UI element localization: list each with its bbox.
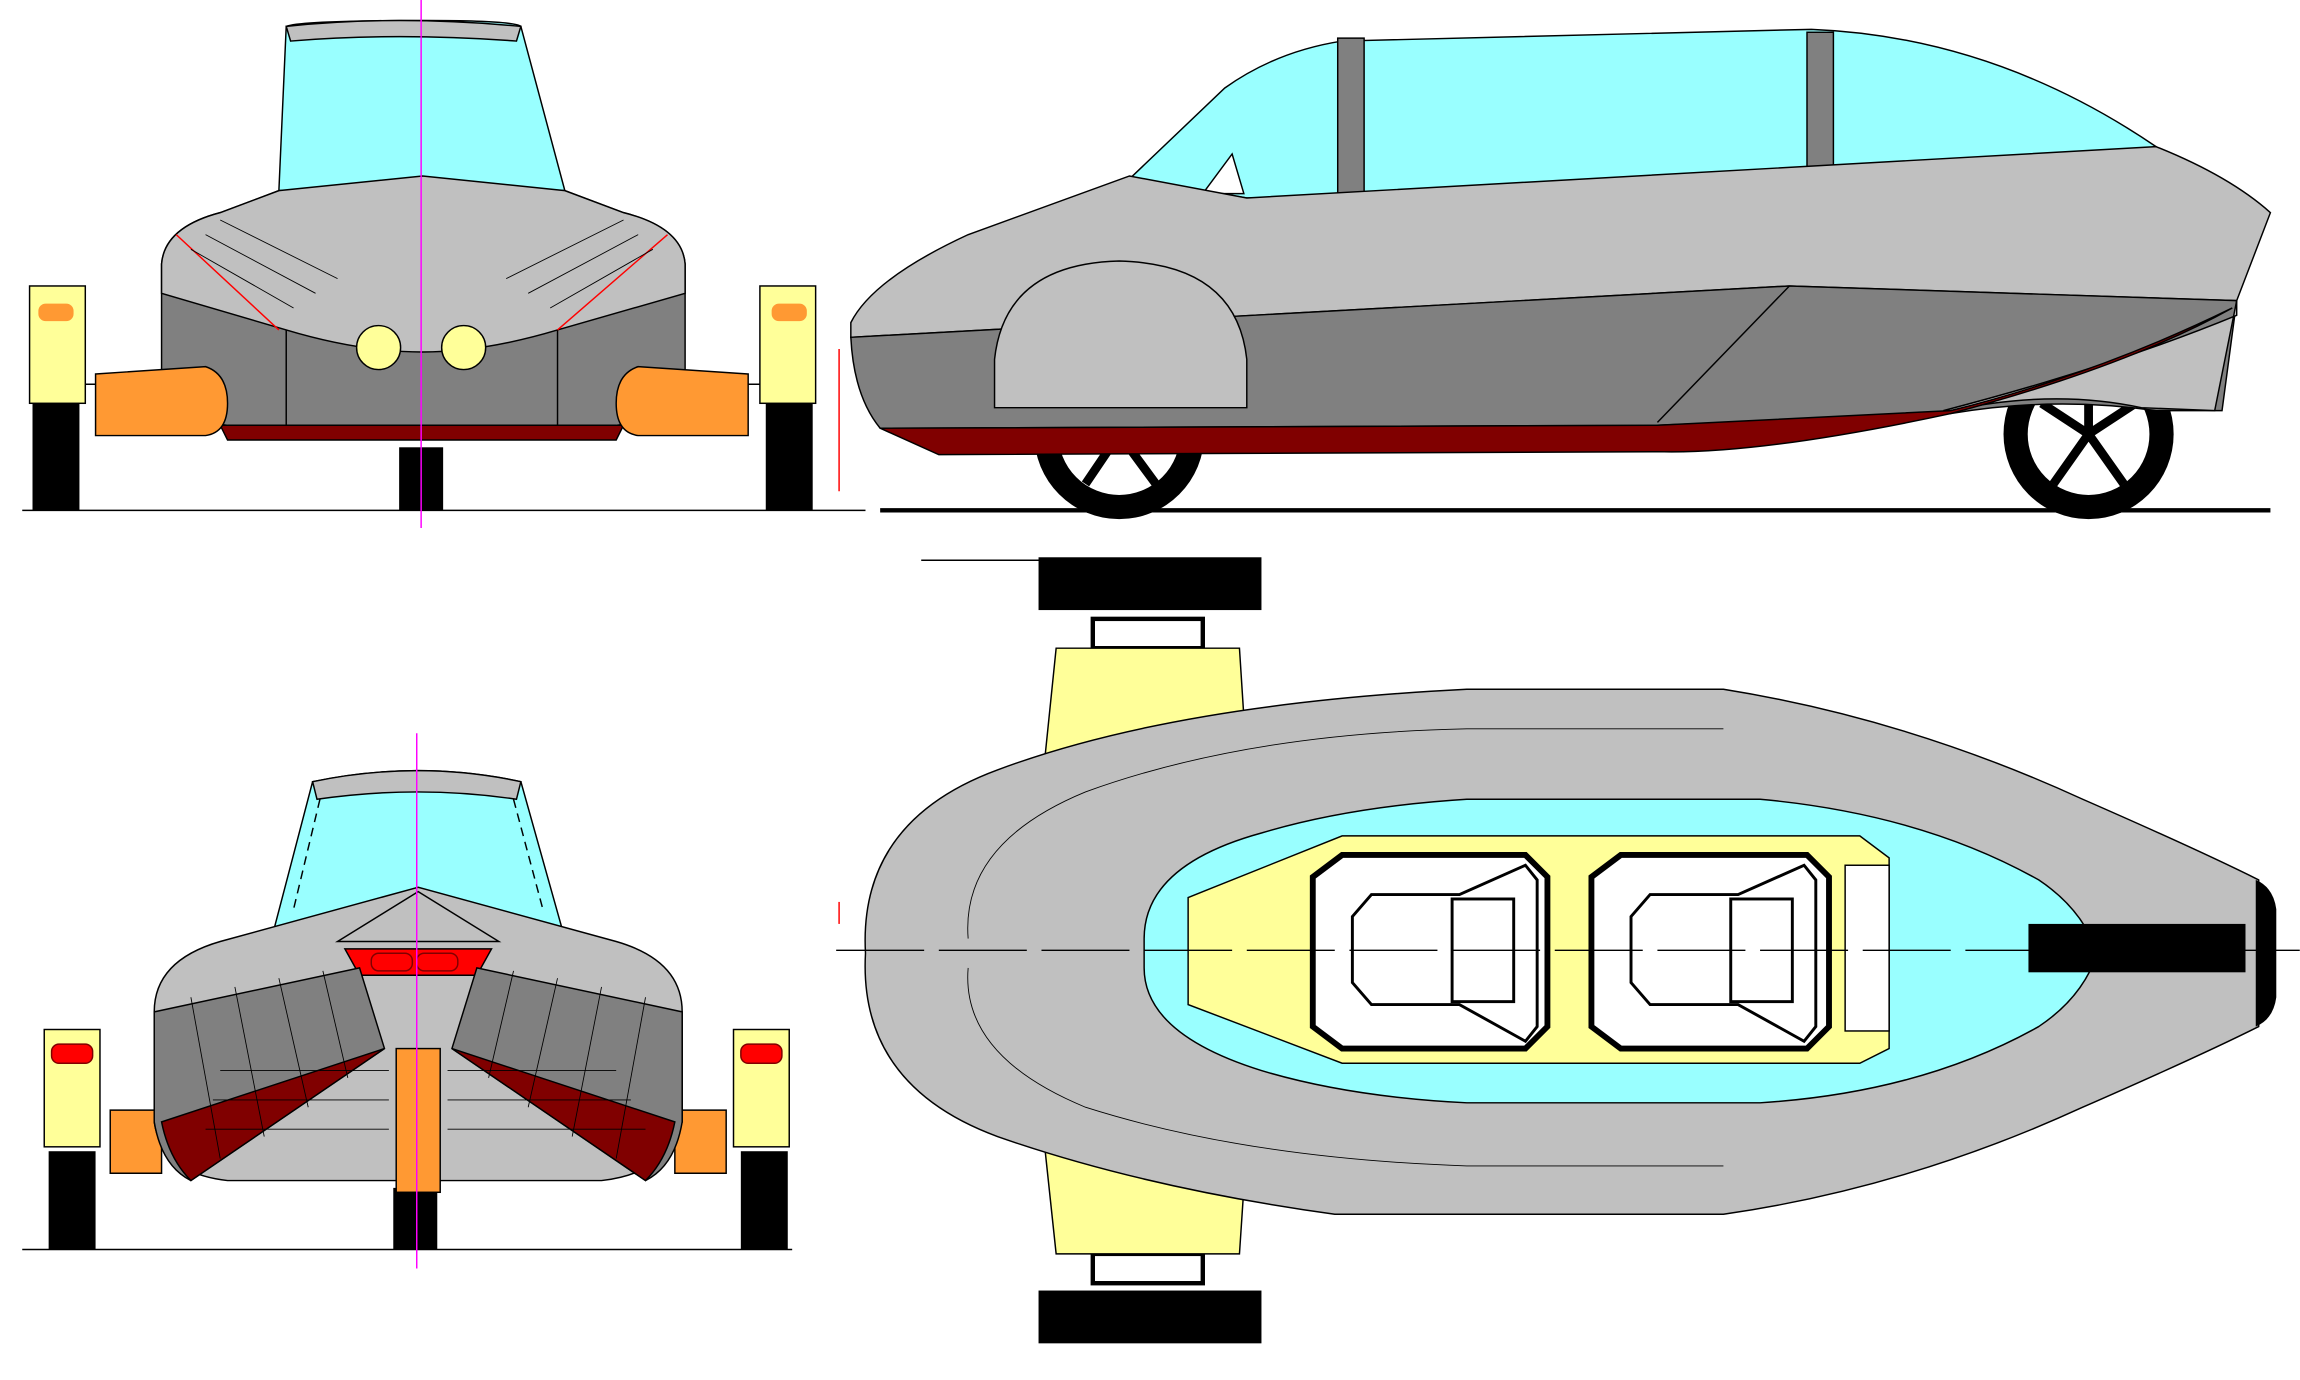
front-right-fender: [615, 365, 749, 437]
side-underbody: [879, 307, 2233, 456]
rear-deck-peak: [334, 890, 502, 943]
side-canopy: [1127, 28, 2158, 199]
rear-right-diffuser: [451, 1047, 676, 1182]
front-right-headlight-icon: [440, 324, 487, 371]
side-view: [838, 28, 2272, 520]
side-front-pillar: [1336, 37, 1365, 199]
rear-right-wheel: [740, 1151, 788, 1250]
rear-view: [22, 733, 793, 1269]
rear-canopy-seam-left: [292, 799, 321, 910]
side-rear-spokes: [2039, 373, 2138, 487]
rear-center-fin: [395, 1047, 441, 1194]
rear-canopy-seam-right: [512, 799, 544, 910]
top-body-contour-lower: [967, 967, 1724, 1167]
front-right-wheel: [765, 403, 813, 511]
rear-brake-light-1: [370, 952, 414, 972]
rear-left-diffuser: [160, 1047, 385, 1182]
front-hood-ribs-left: [190, 219, 338, 309]
rear-center-wheel: [393, 1187, 438, 1250]
front-hood-ribs-right: [505, 219, 654, 309]
rear-lower-ribs: [205, 1070, 646, 1130]
top-tail-cap: [2255, 879, 2277, 1027]
front-left-headlight-icon: [355, 324, 402, 371]
side-front-wheel-fairing: [993, 260, 1248, 409]
front-left-wheel: [32, 403, 80, 511]
front-left-fender: [94, 365, 229, 437]
top-cargo-box: [1844, 864, 1890, 1032]
top-left-wheel: [1038, 557, 1262, 611]
top-left-suspension-link: [1090, 616, 1205, 651]
top-right-wheel: [1038, 1290, 1262, 1344]
front-right-indicator-icon: [771, 303, 807, 322]
rear-left-taillight-icon: [50, 1043, 94, 1064]
rear-left-flank-ribs: [190, 970, 349, 1159]
front-roof: [285, 19, 522, 42]
rear-left-fender: [109, 1109, 163, 1174]
front-left-indicator-icon: [38, 303, 74, 322]
top-rear-wheel: [2028, 923, 2246, 973]
rear-right-fender: [674, 1109, 727, 1174]
front-section-line-right: [557, 234, 668, 331]
rear-right-taillight-icon: [740, 1043, 783, 1064]
top-view: [836, 557, 2300, 1344]
front-view: [22, 0, 866, 528]
side-door-line: [1656, 285, 1790, 423]
top-right-suspension-link: [1090, 1251, 1205, 1286]
rear-right-flank-ribs: [488, 970, 646, 1159]
rear-brake-light-2: [416, 952, 459, 972]
rear-left-wheel: [48, 1151, 96, 1250]
top-body-contour-upper: [967, 728, 1724, 939]
